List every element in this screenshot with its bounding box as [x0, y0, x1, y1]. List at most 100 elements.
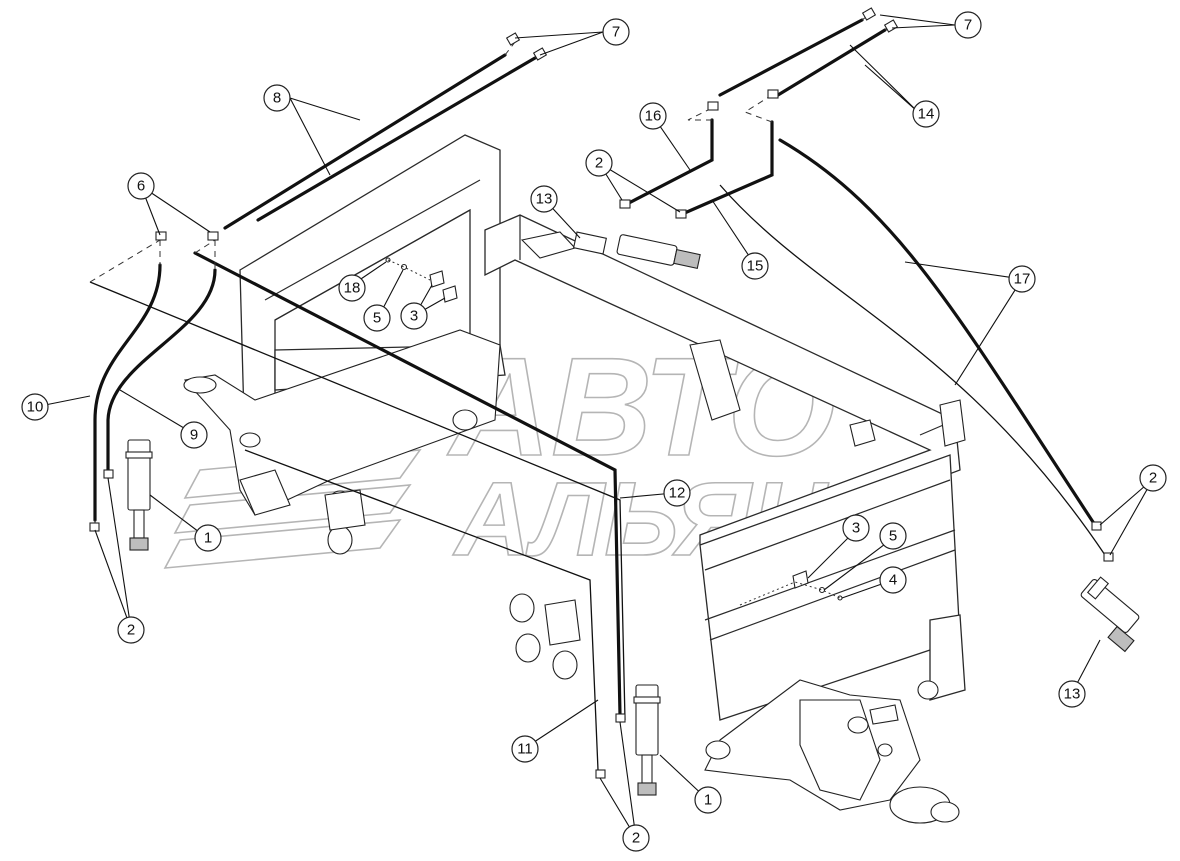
hose-17a — [719, 184, 1106, 556]
callout-2-upper: 2 — [585, 149, 613, 177]
hydraulic-cylinder-icon — [633, 684, 661, 796]
svg-text:13: 13 — [1064, 686, 1081, 703]
callout-5-upper: 5 — [363, 304, 391, 332]
svg-text:4: 4 — [889, 572, 897, 589]
svg-text:1: 1 — [704, 792, 712, 809]
svg-text:2: 2 — [127, 622, 135, 639]
hose-9 — [89, 281, 626, 721]
left-pivot-arm — [183, 329, 501, 516]
svg-text:2: 2 — [632, 830, 640, 847]
svg-text:10: 10 — [27, 399, 44, 416]
callout-1-right: 1 — [694, 786, 722, 814]
callout-6: 6 — [127, 172, 155, 200]
svg-text:2: 2 — [1149, 470, 1157, 487]
svg-text:7: 7 — [612, 24, 620, 41]
callout-7-right: 7 — [954, 11, 982, 39]
svg-text:16: 16 — [645, 108, 662, 125]
svg-text:2: 2 — [595, 155, 603, 172]
hose-fitting-icon — [861, 7, 877, 21]
clamp-3-lower — [792, 570, 809, 589]
svg-text:3: 3 — [852, 520, 860, 537]
hose-fitting-icon — [595, 769, 606, 779]
callout-3-lower: 3 — [842, 514, 870, 542]
callout-4: 4 — [879, 566, 907, 594]
hose-11 — [244, 449, 599, 771]
washer-5 — [400, 263, 408, 271]
roller-wheel-icon — [509, 593, 535, 623]
callout-17: 17 — [1008, 265, 1036, 293]
hose-10b — [106, 268, 217, 474]
right-pivot-arm — [704, 679, 960, 824]
callout-13-right: 13 — [1058, 680, 1086, 708]
hose-fitting-icon — [619, 199, 631, 209]
hose-8a — [223, 53, 507, 230]
svg-text:3: 3 — [410, 308, 418, 325]
hose-fitting-icon — [1103, 552, 1114, 562]
svg-text:13: 13 — [536, 191, 553, 208]
svg-text:6: 6 — [137, 178, 145, 195]
hydraulic-cylinder-1-right — [633, 684, 661, 796]
callout-2-left: 2 — [117, 616, 145, 644]
callout-12: 12 — [663, 479, 691, 507]
callout-3-upper: 3 — [400, 302, 428, 330]
callout-16: 16 — [639, 102, 667, 130]
hose-fitting-icon — [505, 32, 521, 46]
hose-12 — [193, 251, 622, 717]
hydraulic-cylinder-13-right — [1080, 576, 1140, 653]
svg-text:15: 15 — [747, 258, 764, 275]
hydraulic-cylinder-icon — [1080, 576, 1140, 653]
hose-fitting-icon — [1091, 521, 1102, 531]
hydraulic-cylinder-1-left — [125, 439, 153, 551]
hose-fitting-icon — [675, 209, 687, 219]
svg-text:17: 17 — [1014, 271, 1031, 288]
svg-text:8: 8 — [273, 90, 281, 107]
svg-text:5: 5 — [889, 528, 897, 545]
small-parts-lower — [739, 570, 843, 606]
svg-text:1: 1 — [204, 530, 212, 547]
clamp-3 — [429, 270, 445, 288]
callout-7-top: 7 — [602, 18, 630, 46]
hose-fitting-icon — [532, 47, 548, 61]
hose-17b — [778, 138, 1097, 527]
bolt-4 — [837, 595, 843, 601]
pivot-shaft-icon — [183, 376, 217, 394]
roller-set-lower — [509, 593, 581, 680]
hose-fitting-icon — [707, 101, 719, 111]
svg-text:14: 14 — [918, 106, 935, 123]
callout-13-upper: 13 — [530, 185, 558, 213]
hose-10 — [93, 263, 162, 522]
svg-text:9: 9 — [190, 427, 198, 444]
hose-8b — [256, 56, 537, 222]
svg-text:11: 11 — [517, 741, 533, 758]
svg-text:18: 18 — [344, 280, 361, 297]
svg-text:12: 12 — [669, 485, 686, 502]
callout-18: 18 — [338, 274, 366, 302]
hose-fitting-icon — [207, 231, 219, 241]
hose-16 — [623, 118, 714, 207]
callouts: 7 7 8 14 16 6 2 13 15 17 18 5 3 10 9 12 … — [21, 11, 1167, 852]
hose-fitting-icon — [615, 713, 626, 723]
clamp-3b — [442, 285, 458, 303]
hose-fitting-icon — [155, 231, 167, 241]
callout-8: 8 — [263, 84, 291, 112]
callout-2-bottom: 2 — [622, 824, 650, 852]
callout-1-left: 1 — [194, 524, 222, 552]
callout-11: 11 — [511, 735, 539, 763]
hydraulic-cylinder-13-upper — [520, 231, 701, 269]
svg-text:5: 5 — [373, 310, 381, 327]
hydraulic-cylinder-icon — [125, 439, 153, 551]
callout-5-lower: 5 — [879, 522, 907, 550]
hose-15 — [678, 120, 774, 217]
hose-fitting-icon — [883, 19, 899, 33]
callout-15: 15 — [741, 252, 769, 280]
hydraulic-cylinder-icon — [520, 231, 701, 269]
callout-14: 14 — [912, 100, 940, 128]
small-parts-upper — [385, 257, 458, 303]
roller-wheel-icon — [552, 650, 578, 680]
roller-wheel-icon — [515, 633, 541, 663]
roller-set-upper — [324, 489, 366, 555]
callout-2-right: 2 — [1139, 464, 1167, 492]
callout-9: 9 — [180, 421, 208, 449]
hose-14b — [776, 28, 887, 97]
callout-10: 10 — [21, 393, 49, 421]
